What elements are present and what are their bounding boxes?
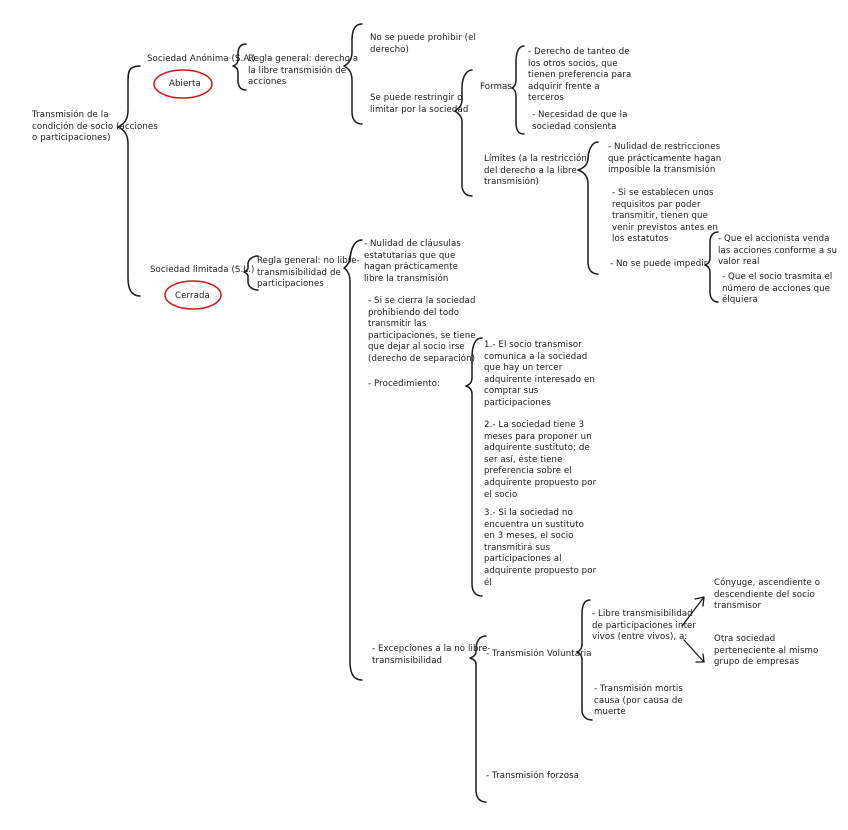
sa-restringir: Se puede restringir o limitar por la soc…: [370, 93, 469, 115]
formas-item: - Necesidad de que la sociedad consienta: [532, 110, 628, 132]
formas-item: - Derecho de tanteo de los otros socios,…: [528, 47, 632, 104]
limites-item: - Nulidad de restricciones que prácticam…: [608, 142, 722, 176]
abierta-circle: [153, 69, 213, 99]
sa-bracket: [232, 43, 247, 91]
root-bracket: [117, 65, 141, 297]
procedimiento-bracket: [465, 337, 483, 597]
sl-badge: Cerrada: [175, 291, 210, 301]
sl-cierra: - Si se cierra la sociedad prohibiendo d…: [368, 296, 476, 364]
excepciones-bracket: [469, 635, 487, 803]
impedir-item: - Que el accionista venda las acciones c…: [718, 234, 838, 268]
formas-bracket: [511, 45, 525, 135]
arrow-otra-sociedad-head: [695, 653, 705, 663]
sl-rule: Regla general: no libre- transmisibilida…: [257, 256, 360, 290]
cerrada-circle: [164, 280, 222, 310]
transmision-forzosa: - Transmisión forzosa: [486, 771, 580, 781]
procedimiento-step: 2.- La sociedad tiene 3 meses para propo…: [484, 420, 597, 500]
voluntaria-bracket: [576, 599, 593, 721]
procedimiento-step: 1.- El socio transmisor comunica a la so…: [484, 340, 595, 408]
sa-badge: Abierta: [169, 79, 201, 89]
target-conyuge: Cónyuge, ascendiente o descendiente del …: [714, 578, 821, 612]
transmision-mortis: - Transmisión mortis causa (por causa de…: [594, 684, 683, 718]
libre-transmisibilidad: - Libre transmisibilidad de participacio…: [592, 609, 697, 643]
limites-bracket: [577, 141, 599, 275]
transmision-voluntaria: - Transmisión Voluntaria: [486, 649, 592, 659]
sl-rule-bracket: [343, 239, 363, 681]
sl-title: Sociedad limitada (S.L.): [150, 265, 255, 275]
sa-rule-bracket: [343, 23, 363, 125]
sa-rule: Regla general: derecho a la libre transm…: [248, 54, 359, 88]
impedir-item: - Que el socio trasmita el número de acc…: [722, 272, 833, 306]
limites-item: - Si se establecen unos requisitos par p…: [612, 188, 719, 245]
sl-nulidad: - Nulidad de cláusulas estatutarias que …: [364, 239, 461, 284]
arrow-conyuge: [681, 596, 705, 627]
arrow-otra-sociedad: [683, 639, 705, 663]
restringir-bracket: [454, 69, 473, 197]
impedir-bracket: [704, 231, 719, 303]
sa-title: Sociedad Anónima (S.A.): [147, 54, 256, 64]
limites-label: Límites (a la restricción del derecho a …: [484, 154, 587, 188]
sl-bracket: [243, 255, 259, 291]
procedimiento-step: 3.- Si la sociedad no encuentra un susti…: [484, 508, 597, 588]
sa-no-prohibir: No se puede prohibir (el derecho): [370, 33, 477, 55]
target-otra-sociedad: Otra sociedad perteneciente al mismo gru…: [714, 634, 819, 668]
procedimiento-label: - Procedimiento:: [368, 379, 440, 389]
formas-label: Formas: [480, 82, 512, 92]
arrow-conyuge-head: [694, 596, 705, 607]
excepciones-label: - Excepciones a la no libre- transmisibi…: [372, 644, 491, 666]
root-topic: Transmisión de la condición de socio (ac…: [32, 110, 158, 144]
limites-item-impedir: - No se puede impedir: [610, 259, 708, 269]
